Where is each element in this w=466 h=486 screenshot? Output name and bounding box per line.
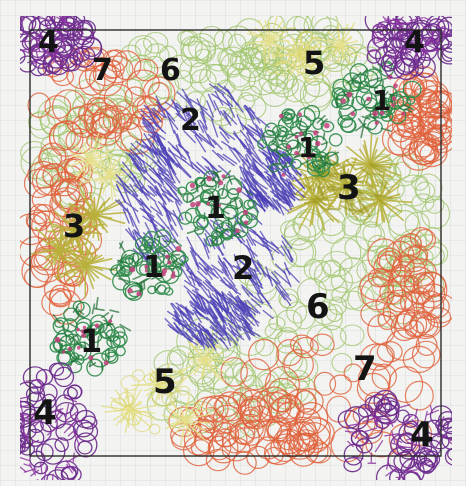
label-upper-right-1: 1 bbox=[372, 84, 391, 117]
label-lower-left-1: 1 bbox=[80, 322, 102, 360]
label-bl-4: 4 bbox=[33, 393, 57, 433]
label-left-3: 3 bbox=[63, 207, 85, 245]
label-bottom-5: 5 bbox=[153, 362, 177, 402]
label-center-1: 1 bbox=[205, 191, 226, 226]
label-tr-4: 4 bbox=[404, 25, 425, 60]
label-center-2: 2 bbox=[232, 249, 254, 287]
label-tl-4: 4 bbox=[38, 25, 59, 60]
label-upper-2: 2 bbox=[180, 103, 201, 138]
label-top-7: 7 bbox=[92, 53, 113, 88]
label-right-6: 6 bbox=[306, 287, 330, 327]
label-right-3: 3 bbox=[337, 168, 361, 208]
label-top-5: 5 bbox=[303, 44, 325, 82]
label-bottom-right-7: 7 bbox=[353, 349, 377, 389]
label-left-1: 1 bbox=[143, 250, 164, 285]
label-mid-right-1: 1 bbox=[298, 131, 317, 164]
label-top-6: 6 bbox=[160, 53, 181, 88]
label-br-4: 4 bbox=[410, 415, 434, 455]
